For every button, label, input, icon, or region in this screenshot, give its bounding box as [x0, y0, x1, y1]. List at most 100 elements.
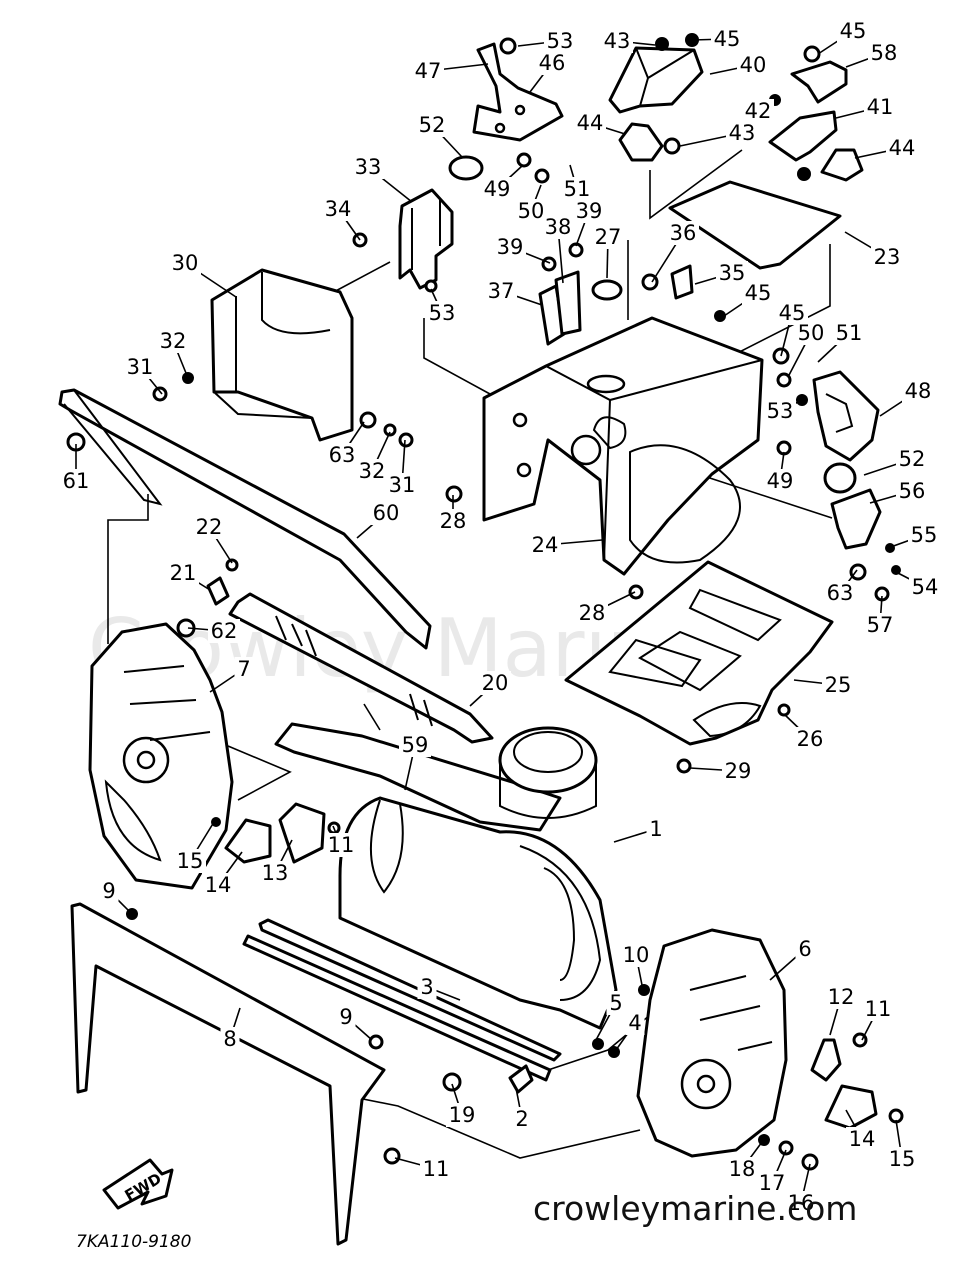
- callout-bg-c31b: [386, 473, 418, 497]
- callout-bg-c42: [742, 99, 774, 123]
- callout-c16: 16: [788, 1191, 815, 1215]
- callout-bg-c39a: [573, 199, 605, 223]
- callout-bg-c5: [606, 991, 626, 1015]
- callout-c52a: 52: [419, 113, 446, 137]
- callout-c3: 3: [420, 975, 433, 999]
- callout-bg-c3: [417, 975, 437, 999]
- callout-bg-c43b: [726, 121, 758, 145]
- callout-bg-c22: [193, 515, 225, 539]
- callout-bg-c49b: [764, 469, 796, 493]
- callout-c42: 42: [745, 99, 772, 123]
- callout-c23: 23: [874, 245, 901, 269]
- mount-44a: [618, 122, 664, 162]
- callout-bg-c25: [822, 673, 854, 697]
- callout-bg-c45a: [711, 27, 743, 51]
- callout-c34: 34: [325, 197, 352, 221]
- brackets-13-14-left: [224, 802, 326, 864]
- plate-23: [668, 180, 842, 270]
- brackets-37-38: [538, 270, 582, 346]
- callout-bg-c17: [756, 1171, 788, 1195]
- cap-27: [591, 279, 623, 301]
- callout-bg-c45b: [837, 19, 869, 43]
- callout-c5: 5: [609, 991, 622, 1015]
- callout-bg-c63a: [326, 443, 358, 467]
- brackets-12-14-right: [810, 1038, 878, 1130]
- callout-c54: 54: [912, 575, 939, 599]
- callout-bg-c33: [352, 155, 384, 179]
- callout-bg-c58: [868, 41, 900, 65]
- callout-bg-c23: [871, 245, 903, 269]
- callout-c35: 35: [719, 261, 746, 285]
- callout-c32a: 32: [160, 329, 187, 353]
- handle-60: [58, 388, 432, 650]
- callout-bg-c2: [512, 1107, 532, 1131]
- callout-c49a: 49: [484, 177, 511, 201]
- callout-c30: 30: [172, 251, 199, 275]
- callout-bg-c50a: [515, 199, 547, 223]
- chute-ring: [498, 726, 598, 819]
- callout-c49b: 49: [767, 469, 794, 493]
- callout-bg-c40: [737, 53, 769, 77]
- callout-c44a: 44: [577, 111, 604, 135]
- callout-bg-c13: [259, 861, 291, 885]
- callout-c55: 55: [911, 523, 938, 547]
- callout-c9a: 9: [102, 879, 115, 903]
- shaft-20: [228, 592, 494, 744]
- callout-c19: 19: [449, 1103, 476, 1127]
- callout-bg-c47: [412, 59, 444, 83]
- callout-bg-c51a: [561, 177, 593, 201]
- side-plate-6: [636, 928, 788, 1158]
- diagram-code: 7KA110-9180: [76, 1232, 191, 1252]
- callout-bg-c61: [60, 469, 92, 493]
- plate-25: [564, 560, 834, 746]
- callout-c53b: 53: [429, 301, 456, 325]
- callout-bg-c1: [646, 817, 666, 841]
- callout-bg-c15a: [174, 849, 206, 873]
- callout-bg-c54: [909, 575, 941, 599]
- callout-bg-c21: [167, 561, 199, 585]
- callout-bg-c62: [208, 619, 240, 643]
- callout-bg-c14a: [202, 873, 234, 897]
- rubber-52: [448, 155, 857, 494]
- callout-bg-c20: [479, 671, 511, 695]
- housing-59: [274, 722, 562, 832]
- callout-c51b: 51: [836, 321, 863, 345]
- callout-c40: 40: [740, 53, 767, 77]
- callout-c62: 62: [211, 619, 238, 643]
- callout-c41: 41: [867, 95, 894, 119]
- callout-c53a: 53: [547, 29, 574, 53]
- callout-c26: 26: [797, 727, 824, 751]
- callout-bg-c49a: [481, 177, 513, 201]
- callout-c50b: 50: [798, 321, 825, 345]
- callout-c7: 7: [237, 657, 250, 681]
- shave-plate-8: [70, 902, 386, 1246]
- callout-bg-c11c: [420, 1157, 452, 1181]
- bracket-40: [608, 46, 704, 114]
- bracket-33: [398, 188, 454, 290]
- callout-c48: 48: [905, 379, 932, 403]
- callout-c12: 12: [828, 985, 855, 1009]
- callout-bg-c60: [370, 501, 402, 525]
- callout-c15a: 15: [177, 849, 204, 873]
- callout-bg-c4: [625, 1011, 645, 1035]
- callout-bg-c37: [485, 279, 517, 303]
- callout-c20: 20: [482, 671, 509, 695]
- callout-bg-c28a: [437, 509, 469, 533]
- callout-c45b: 45: [840, 19, 867, 43]
- callout-c11b: 11: [865, 997, 892, 1021]
- callout-bg-c14b: [846, 1127, 878, 1151]
- callout-c47: 47: [415, 59, 442, 83]
- callout-c46: 46: [539, 51, 566, 75]
- callout-bg-c50b: [795, 321, 827, 345]
- callout-bg-c32a: [157, 329, 189, 353]
- callout-c37: 37: [488, 279, 515, 303]
- callout-c44b: 44: [889, 136, 916, 160]
- callout-c31a: 31: [127, 355, 154, 379]
- callout-bg-c53c: [764, 399, 796, 423]
- scraper-3: [242, 918, 562, 1082]
- callout-bg-c7: [234, 657, 254, 681]
- callout-c14a: 14: [205, 873, 232, 897]
- callout-c51a: 51: [564, 177, 591, 201]
